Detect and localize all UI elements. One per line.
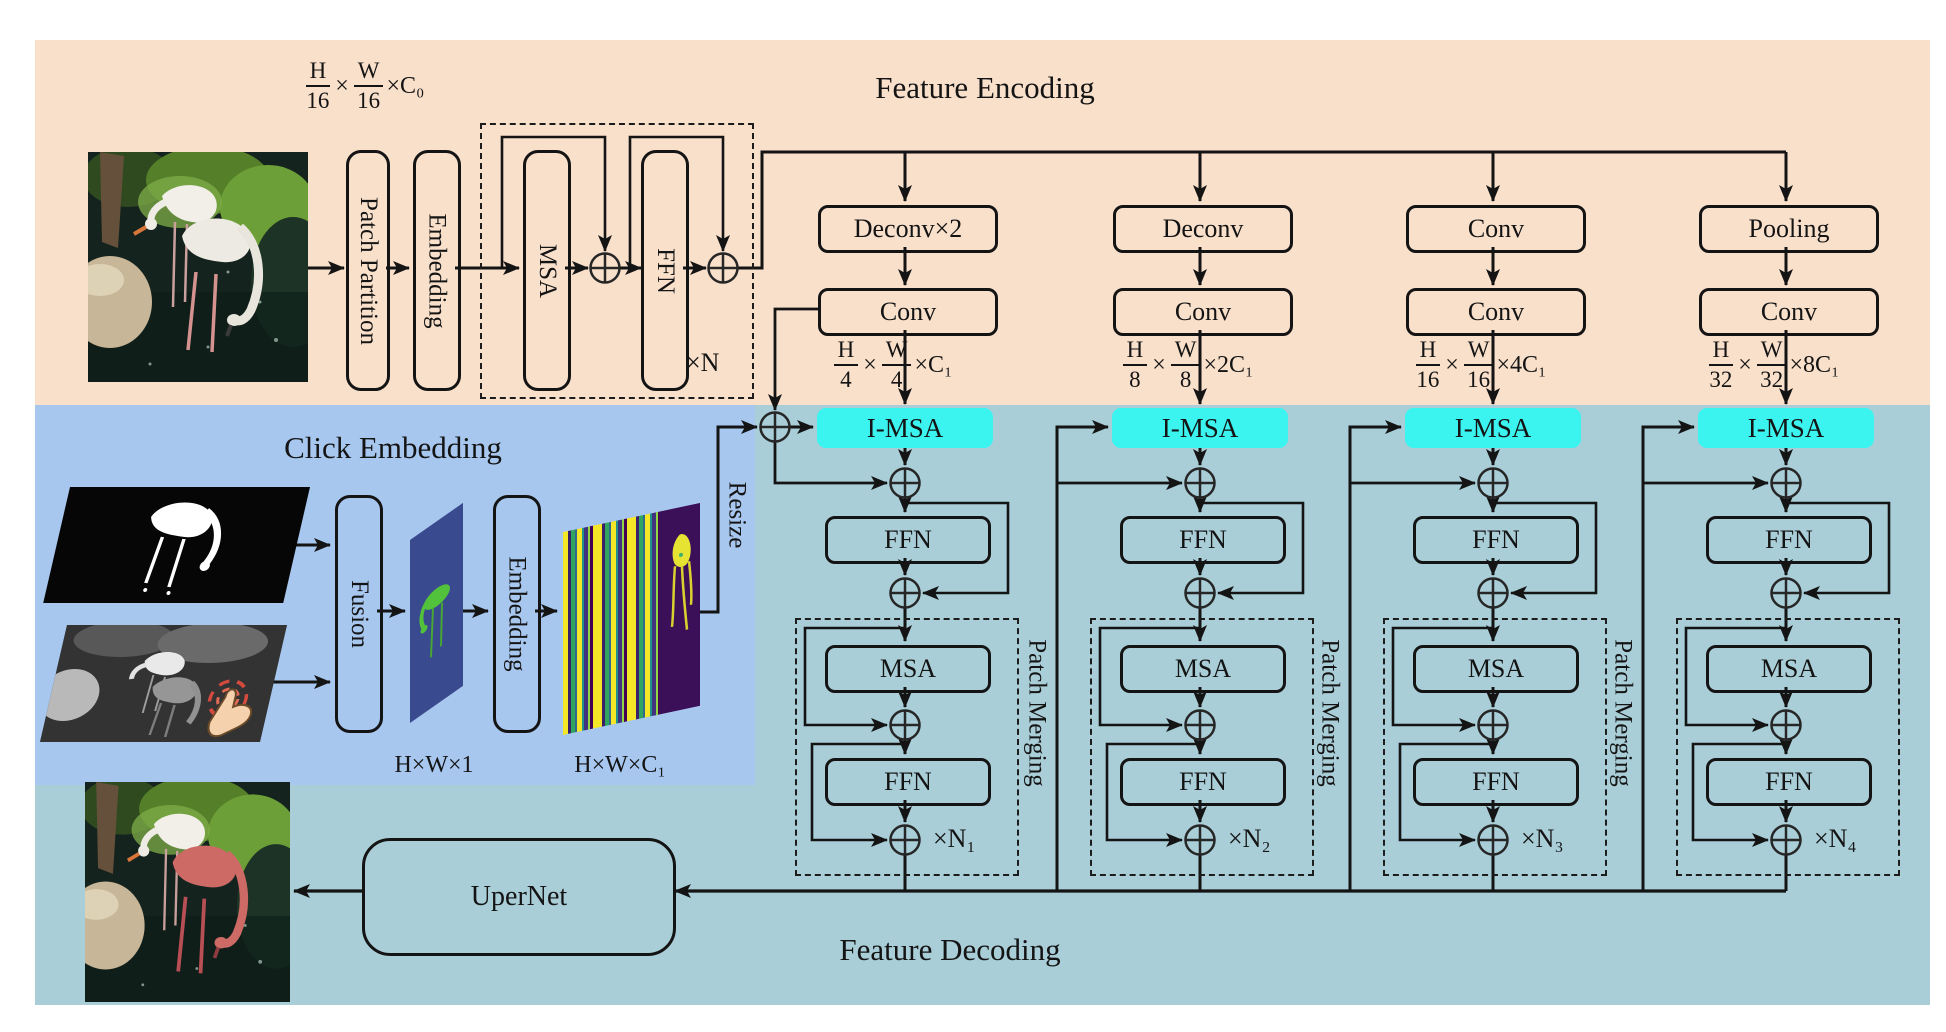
map-dim-label: H×W×1 <box>394 751 474 778</box>
input-photo-art <box>88 152 308 382</box>
branch4-op2-box: Conv <box>1699 288 1879 336</box>
click-icon <box>207 679 253 738</box>
sum-node-icon <box>1184 824 1216 856</box>
imsa-box-3: I-MSA <box>1405 408 1581 448</box>
patch-merging-label-1: Patch Merging <box>1024 639 1051 787</box>
encoder-repeat-label: ×N <box>686 348 720 377</box>
sum-node-icon <box>1477 467 1509 499</box>
decoder1-stage-block <box>795 618 1019 876</box>
click-map-image <box>410 502 463 723</box>
sum-node-icon <box>889 467 921 499</box>
branch3-op1-box: Conv <box>1406 205 1586 253</box>
sum-node-icon <box>1184 467 1216 499</box>
sum-node-icon <box>889 824 921 856</box>
decoder3-msa-box: MSA <box>1413 645 1579 693</box>
sum-node-icon <box>1770 467 1802 499</box>
back-flamingo <box>132 185 217 308</box>
segmented-flamingo <box>172 845 249 974</box>
sum-node-icon <box>759 411 791 443</box>
encoder-transformer-block <box>480 123 754 399</box>
sum-node-icon <box>707 252 739 284</box>
encoder-ffn-box: FFN <box>641 150 689 391</box>
gray-photo-art <box>39 625 287 742</box>
click-map-art <box>419 584 450 658</box>
sum-node-icon <box>1184 709 1216 741</box>
patch-merging-label-2: Patch Merging <box>1317 639 1344 787</box>
decoder3-repeat-label: ×N₃ <box>1521 824 1564 853</box>
decoder1-repeat-label: ×N₁ <box>933 824 976 853</box>
mask-image <box>43 487 310 603</box>
encoder-msa-box: MSA <box>523 150 571 391</box>
decoder4-stage-block <box>1676 618 1900 876</box>
branch4-op1-box: Pooling <box>1699 205 1879 253</box>
fusion-box: Fusion <box>335 495 383 733</box>
sum-node-icon <box>1477 577 1509 609</box>
decoder1-ffn-box: FFN <box>825 516 991 564</box>
decoder1-ffn2-box: FFN <box>825 758 991 806</box>
gray-front-flamingo <box>148 677 201 738</box>
resize-label: Resize <box>723 481 751 549</box>
sum-node-icon <box>1477 709 1509 741</box>
decoder2-ffn2-box: FFN <box>1120 758 1286 806</box>
decoder4-repeat-label: ×N₄ <box>1814 824 1857 853</box>
back-flamingo <box>126 813 205 931</box>
embedding-box: Embedding <box>413 150 461 391</box>
sum-node-icon <box>889 709 921 741</box>
decoder2-stage-block <box>1090 618 1314 876</box>
click-title: Click Embedding <box>284 430 502 465</box>
mask-art <box>143 502 221 595</box>
connector-lines <box>268 135 1891 898</box>
decoder3-ffn2-box: FFN <box>1413 758 1579 806</box>
output-image <box>85 782 290 1002</box>
click-feature-block <box>563 502 700 735</box>
decoder2-msa-box: MSA <box>1120 645 1286 693</box>
imsa-box-1: I-MSA <box>817 408 993 448</box>
feature-stack-stripes <box>563 511 659 735</box>
feature-encoding-panel <box>35 40 1930 405</box>
decoder4-msa-box: MSA <box>1706 645 1872 693</box>
decoder2-repeat-label: ×N₂ <box>1228 824 1271 853</box>
front-flamingo <box>182 218 264 353</box>
branch1-op2-box: Conv <box>818 288 998 336</box>
encoding-title: Feature Encoding <box>875 70 1095 105</box>
sum-node-icons <box>589 252 1802 856</box>
decoder3-ffn-box: FFN <box>1413 516 1579 564</box>
sum-node-icon <box>1184 577 1216 609</box>
sum-node-icon <box>1477 824 1509 856</box>
imsa-box-2: I-MSA <box>1112 408 1288 448</box>
sum-node-icon <box>1770 824 1802 856</box>
feat-dim-label: H×W×C₁ <box>574 751 666 778</box>
output-photo-art <box>85 782 290 1002</box>
decoder1-msa-box: MSA <box>825 645 991 693</box>
feature-flamingo-art <box>670 534 693 631</box>
input-image <box>88 152 308 382</box>
decoder4-ffn2-box: FFN <box>1706 758 1872 806</box>
imsa-box-4: I-MSA <box>1698 408 1874 448</box>
branch2-op2-box: Conv <box>1113 288 1293 336</box>
click-input-image <box>39 625 288 742</box>
upernet-box: UperNet <box>362 838 676 956</box>
sum-node-icon <box>589 252 621 284</box>
branch1-op1-box: Deconv×2 <box>818 205 998 253</box>
decoder3-stage-block <box>1383 618 1607 876</box>
decoder4-ffn-box: FFN <box>1706 516 1872 564</box>
branch2-op1-box: Deconv <box>1113 205 1293 253</box>
click-embedding-box: Embedding <box>493 495 541 733</box>
patch-partition-box: Patch Partition <box>346 150 390 391</box>
sum-node-icon <box>1770 709 1802 741</box>
sum-node-icon <box>889 577 921 609</box>
patch-merging-label-3: Patch Merging <box>1610 639 1637 787</box>
sum-node-icon <box>1770 577 1802 609</box>
decoding-title: Feature Decoding <box>839 932 1061 967</box>
branch3-op2-box: Conv <box>1406 288 1586 336</box>
decoder2-ffn-box: FFN <box>1120 516 1286 564</box>
